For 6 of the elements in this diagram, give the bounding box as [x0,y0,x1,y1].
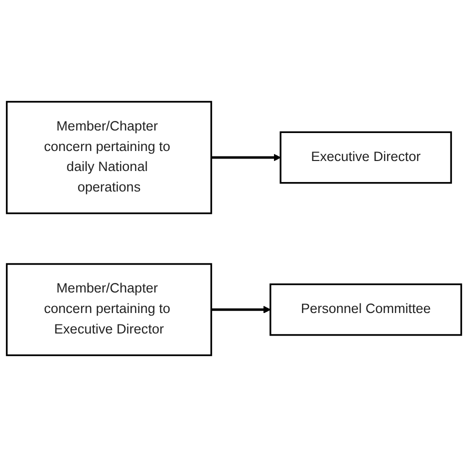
node-box: Member/Chapter concern pertaining to Executive Director [6,264,212,357]
node-box: Personnel Committee [270,284,462,336]
arrow [211,154,281,162]
node-box: Executive Director [280,132,452,184]
arrow [211,306,271,314]
node-box: Member/Chapter concern pertaining to daily National operations [6,101,212,215]
